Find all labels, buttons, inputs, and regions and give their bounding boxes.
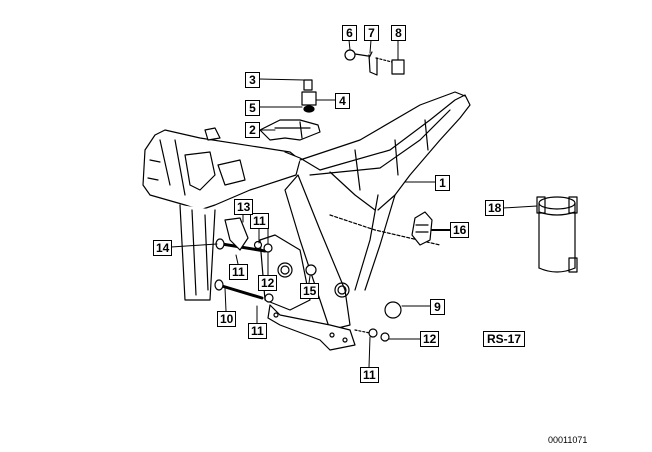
callout-11-b[interactable]: 11 <box>229 264 248 280</box>
callout-7[interactable]: 7 <box>364 25 379 41</box>
callout-2[interactable]: 2 <box>245 122 260 138</box>
callout-10[interactable]: 10 <box>217 311 237 327</box>
callout-6[interactable]: 6 <box>342 25 357 41</box>
reference-box: RS-17 <box>483 331 526 347</box>
callout-1[interactable]: 1 <box>435 175 450 191</box>
callout-15[interactable]: 15 <box>300 283 320 299</box>
callout-12-a[interactable]: 12 <box>258 275 278 291</box>
callout-13[interactable]: 13 <box>234 199 254 215</box>
callout-5[interactable]: 5 <box>245 100 260 116</box>
callout-14[interactable]: 14 <box>153 240 173 256</box>
callout-4[interactable]: 4 <box>335 93 350 109</box>
callout-12-b[interactable]: 12 <box>420 331 440 347</box>
paint-can <box>536 196 578 273</box>
frame-front-section <box>142 127 301 301</box>
callout-11-c[interactable]: 11 <box>248 323 267 339</box>
callout-9[interactable]: 9 <box>430 299 445 315</box>
callout-8[interactable]: 8 <box>391 25 406 41</box>
callout-18[interactable]: 18 <box>485 200 505 216</box>
callout-11-a[interactable]: 11 <box>250 213 269 229</box>
callout-3[interactable]: 3 <box>245 72 260 88</box>
frame-spar <box>259 91 471 351</box>
parts-top <box>259 49 405 141</box>
callout-16[interactable]: 16 <box>450 222 470 238</box>
callout-11-d[interactable]: 11 <box>360 367 379 383</box>
drawing-number: 00011071 <box>548 435 588 445</box>
